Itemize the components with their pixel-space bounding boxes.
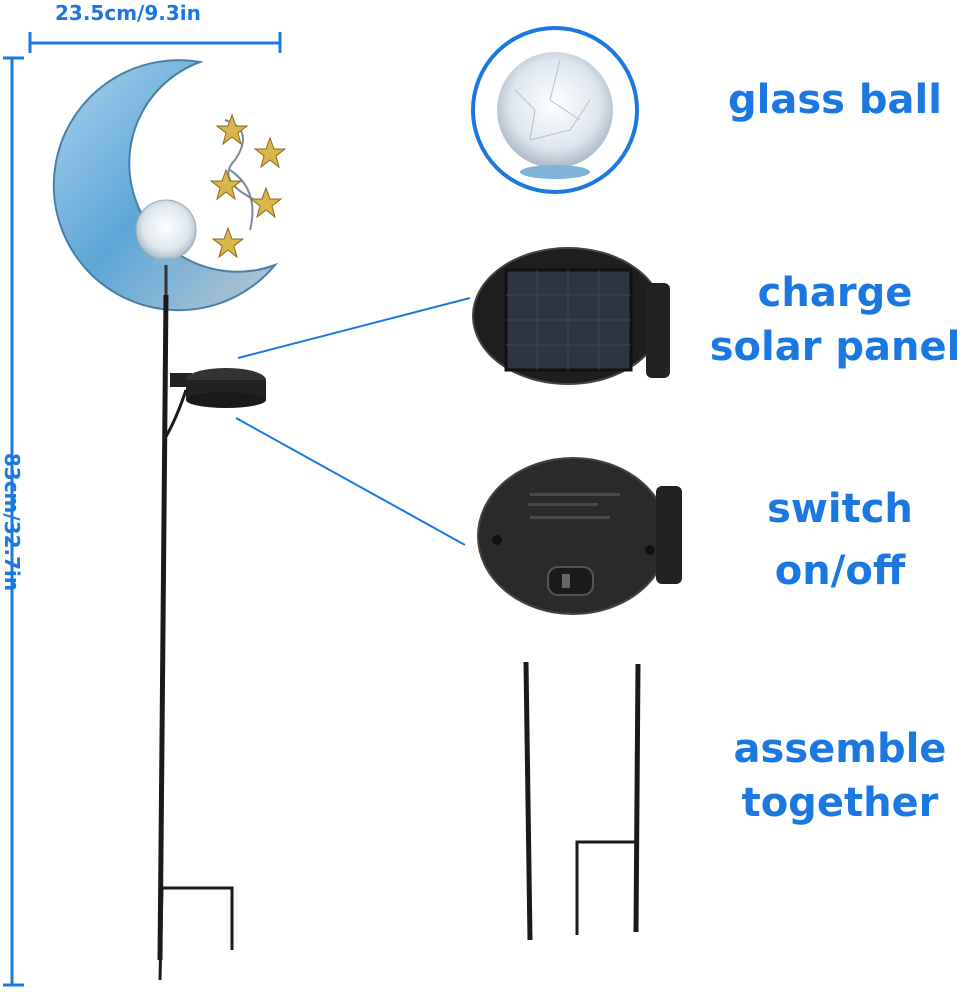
- feature-label: assemble: [733, 726, 947, 772]
- feature-solar-panel: charge solar panel: [700, 266, 969, 374]
- moon-stake-light: [52, 59, 287, 981]
- width-dimension-line: [28, 32, 282, 53]
- power-switch-icon: [547, 566, 594, 596]
- pointer-lines: [235, 297, 471, 546]
- solar-panel-back: [477, 457, 682, 615]
- feature-label: glass ball: [728, 77, 942, 123]
- feature-switch: switch on/off: [705, 478, 969, 602]
- star-icons: [209, 113, 287, 259]
- solar-panel-front: [472, 247, 670, 385]
- feature-label: solar panel: [709, 324, 961, 370]
- feature-label: on/off: [774, 548, 906, 594]
- feature-label: switch: [767, 486, 913, 532]
- stake-parts: [523, 661, 641, 941]
- height-label: 83cm/32.7in: [0, 452, 24, 592]
- feature-assemble: assemble together: [705, 722, 969, 830]
- feature-label: together: [741, 780, 939, 826]
- height-dimension-line: [3, 56, 24, 987]
- glass-ball-detail: [471, 26, 639, 194]
- feature-glass-ball: glass ball: [700, 80, 969, 120]
- feature-label: charge: [757, 270, 913, 316]
- width-label: 23.5cm/9.3in: [55, 1, 201, 25]
